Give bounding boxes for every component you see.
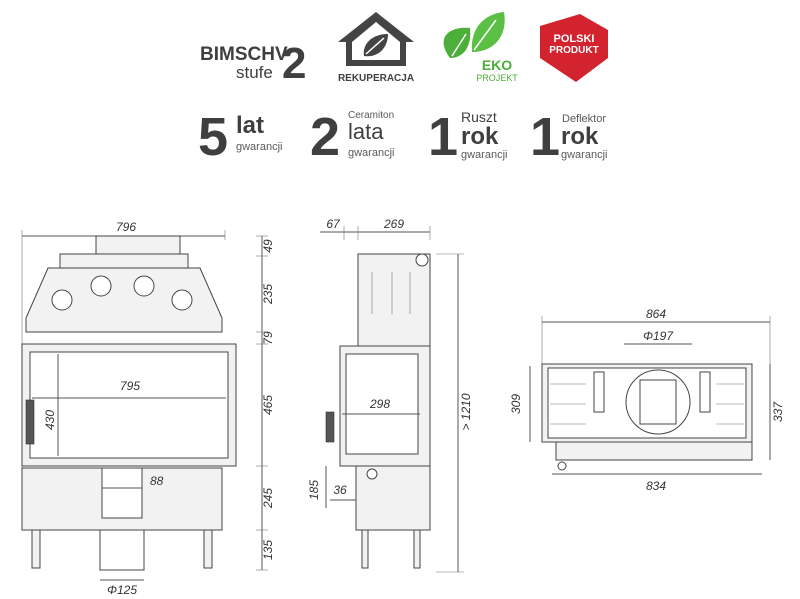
dim-front-glass-height: 430 bbox=[43, 410, 57, 430]
warranty-word: rok bbox=[561, 123, 599, 150]
warranty-word: rok bbox=[461, 123, 499, 150]
side-handle bbox=[325, 411, 335, 443]
dim-duct-width: 88 bbox=[150, 474, 164, 488]
warranty-number: 1 bbox=[428, 107, 458, 167]
dim-top-depth-inner: 309 bbox=[509, 394, 523, 414]
projekt-label: PROJEKT bbox=[476, 73, 518, 83]
side-glass bbox=[345, 353, 419, 455]
green-leaves-icon bbox=[443, 12, 505, 58]
polski-produkt-badge: POLSKI PRODUKT bbox=[540, 14, 608, 82]
rekuperacja-label: REKUPERACJA bbox=[338, 73, 414, 84]
glass-panel bbox=[29, 351, 229, 459]
warranty-top: Ceramiton bbox=[348, 110, 394, 121]
warranty-sub: gwarancji bbox=[461, 149, 507, 161]
warranty-sub: gwarancji bbox=[348, 147, 394, 159]
front-view-drawing: 796 795 430 88 Φ125 bbox=[21, 220, 275, 597]
dim-front-inner-width: 795 bbox=[120, 379, 140, 393]
side-view-drawing: 67 269 298 185 36 > 1210 bbox=[307, 217, 473, 573]
dim-h-top: 49 bbox=[261, 239, 275, 253]
bimschv-badge: BIMSCHV stufe 2 bbox=[200, 39, 306, 88]
eko-projekt-badge: EKO PROJEKT bbox=[443, 12, 518, 83]
warranty-1-rok-deflektor: 1 Deflektor rok gwarancji bbox=[530, 107, 607, 167]
dim-depth-back: 67 bbox=[326, 217, 341, 231]
warranty-number: 5 bbox=[198, 107, 228, 167]
warranty-top: Ruszt bbox=[461, 109, 497, 125]
duct-outlet bbox=[90, 275, 112, 297]
duct-outlet bbox=[133, 275, 155, 297]
duct-pipe bbox=[99, 529, 145, 571]
duct-outlet bbox=[51, 289, 73, 311]
polski-label: POLSKI bbox=[554, 33, 595, 45]
produkt-label: PRODUKT bbox=[549, 45, 598, 56]
dim-total-height: > 1210 bbox=[459, 393, 473, 430]
hood bbox=[25, 267, 223, 333]
dim-h-base: 245 bbox=[261, 488, 275, 509]
duct-outlet bbox=[171, 289, 193, 311]
dim-top-depth-total: 337 bbox=[771, 401, 785, 422]
warranty-sub: gwarancji bbox=[236, 141, 282, 153]
eko-label: EKO bbox=[482, 57, 512, 73]
dim-h-hood: 235 bbox=[261, 284, 275, 305]
warranty-word: lata bbox=[348, 119, 384, 144]
warranty-word: lat bbox=[236, 112, 264, 139]
side-hood bbox=[357, 253, 431, 347]
dim-h-gap: 79 bbox=[261, 331, 275, 345]
warranty-5-lat: 5 lat gwarancji bbox=[198, 107, 282, 167]
warranty-number: 1 bbox=[530, 107, 560, 167]
dim-h-door: 465 bbox=[261, 395, 275, 415]
dim-glass-depth: 298 bbox=[369, 397, 390, 411]
dim-duct-diameter: Φ125 bbox=[107, 583, 137, 597]
bimschv-stufe: stufe bbox=[236, 63, 273, 82]
bimschv-title: BIMSCHV bbox=[200, 44, 288, 65]
dim-front-width: 796 bbox=[116, 220, 136, 234]
top-view-drawing: 864 Φ197 834 309 337 bbox=[509, 307, 785, 493]
warranty-sub: gwarancji bbox=[561, 149, 607, 161]
dim-depth-top: 269 bbox=[383, 217, 404, 231]
rekuperacja-badge: REKUPERACJA bbox=[338, 12, 414, 84]
dim-flue-diameter: Φ197 bbox=[643, 329, 674, 343]
polski-shield-icon bbox=[540, 14, 608, 82]
bimschv-number: 2 bbox=[282, 39, 306, 88]
dim-h-legs: 135 bbox=[261, 540, 275, 560]
air-duct bbox=[101, 467, 143, 519]
house-leaf-icon bbox=[338, 12, 414, 66]
dim-inlet-height: 185 bbox=[307, 480, 321, 500]
dim-top-width-body: 834 bbox=[646, 479, 666, 493]
dim-inlet-width: 36 bbox=[333, 483, 347, 497]
door-handle bbox=[25, 399, 35, 445]
dim-top-width-total: 864 bbox=[646, 307, 666, 321]
warranty-top: Deflektor bbox=[562, 113, 606, 125]
warranty-1-rok-ruszt: 1 Ruszt rok gwarancji bbox=[428, 107, 507, 167]
warranty-number: 2 bbox=[310, 107, 340, 167]
warranty-2-lata: 2 Ceramiton lata gwarancji bbox=[310, 107, 394, 167]
